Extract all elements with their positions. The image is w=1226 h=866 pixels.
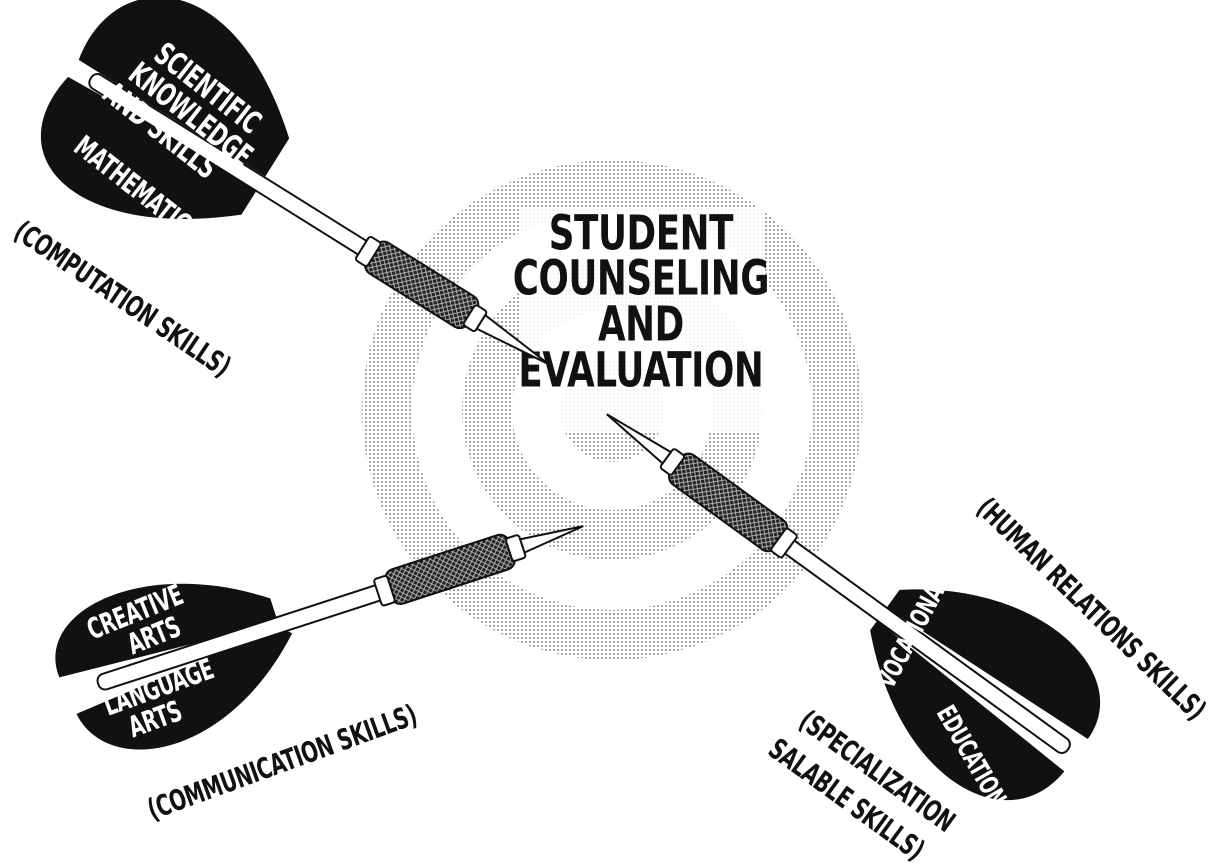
dart-bottom-left-tip [518, 525, 584, 554]
dart-top-left-flight-upper [78, 0, 290, 177]
dart-bottom-left-flight-lower [76, 626, 293, 750]
dart-top-left-flight-lower [40, 76, 260, 219]
center-label-line4: EVALUATION [518, 343, 763, 399]
center-label-line2: COUNSELING [513, 251, 769, 307]
dart-bottom-left-flight-upper [55, 583, 278, 678]
dart-right-flight-upper [886, 589, 1100, 740]
center-label: STUDENT COUNSELING AND EVALUATION [513, 206, 770, 433]
center-label-line1: STUDENT [549, 206, 734, 262]
center-label-line3: AND [598, 297, 684, 353]
dart-top-left-tip [475, 313, 550, 366]
dart-right-tip [606, 413, 673, 465]
dart-right-flight-lower [870, 620, 1065, 800]
